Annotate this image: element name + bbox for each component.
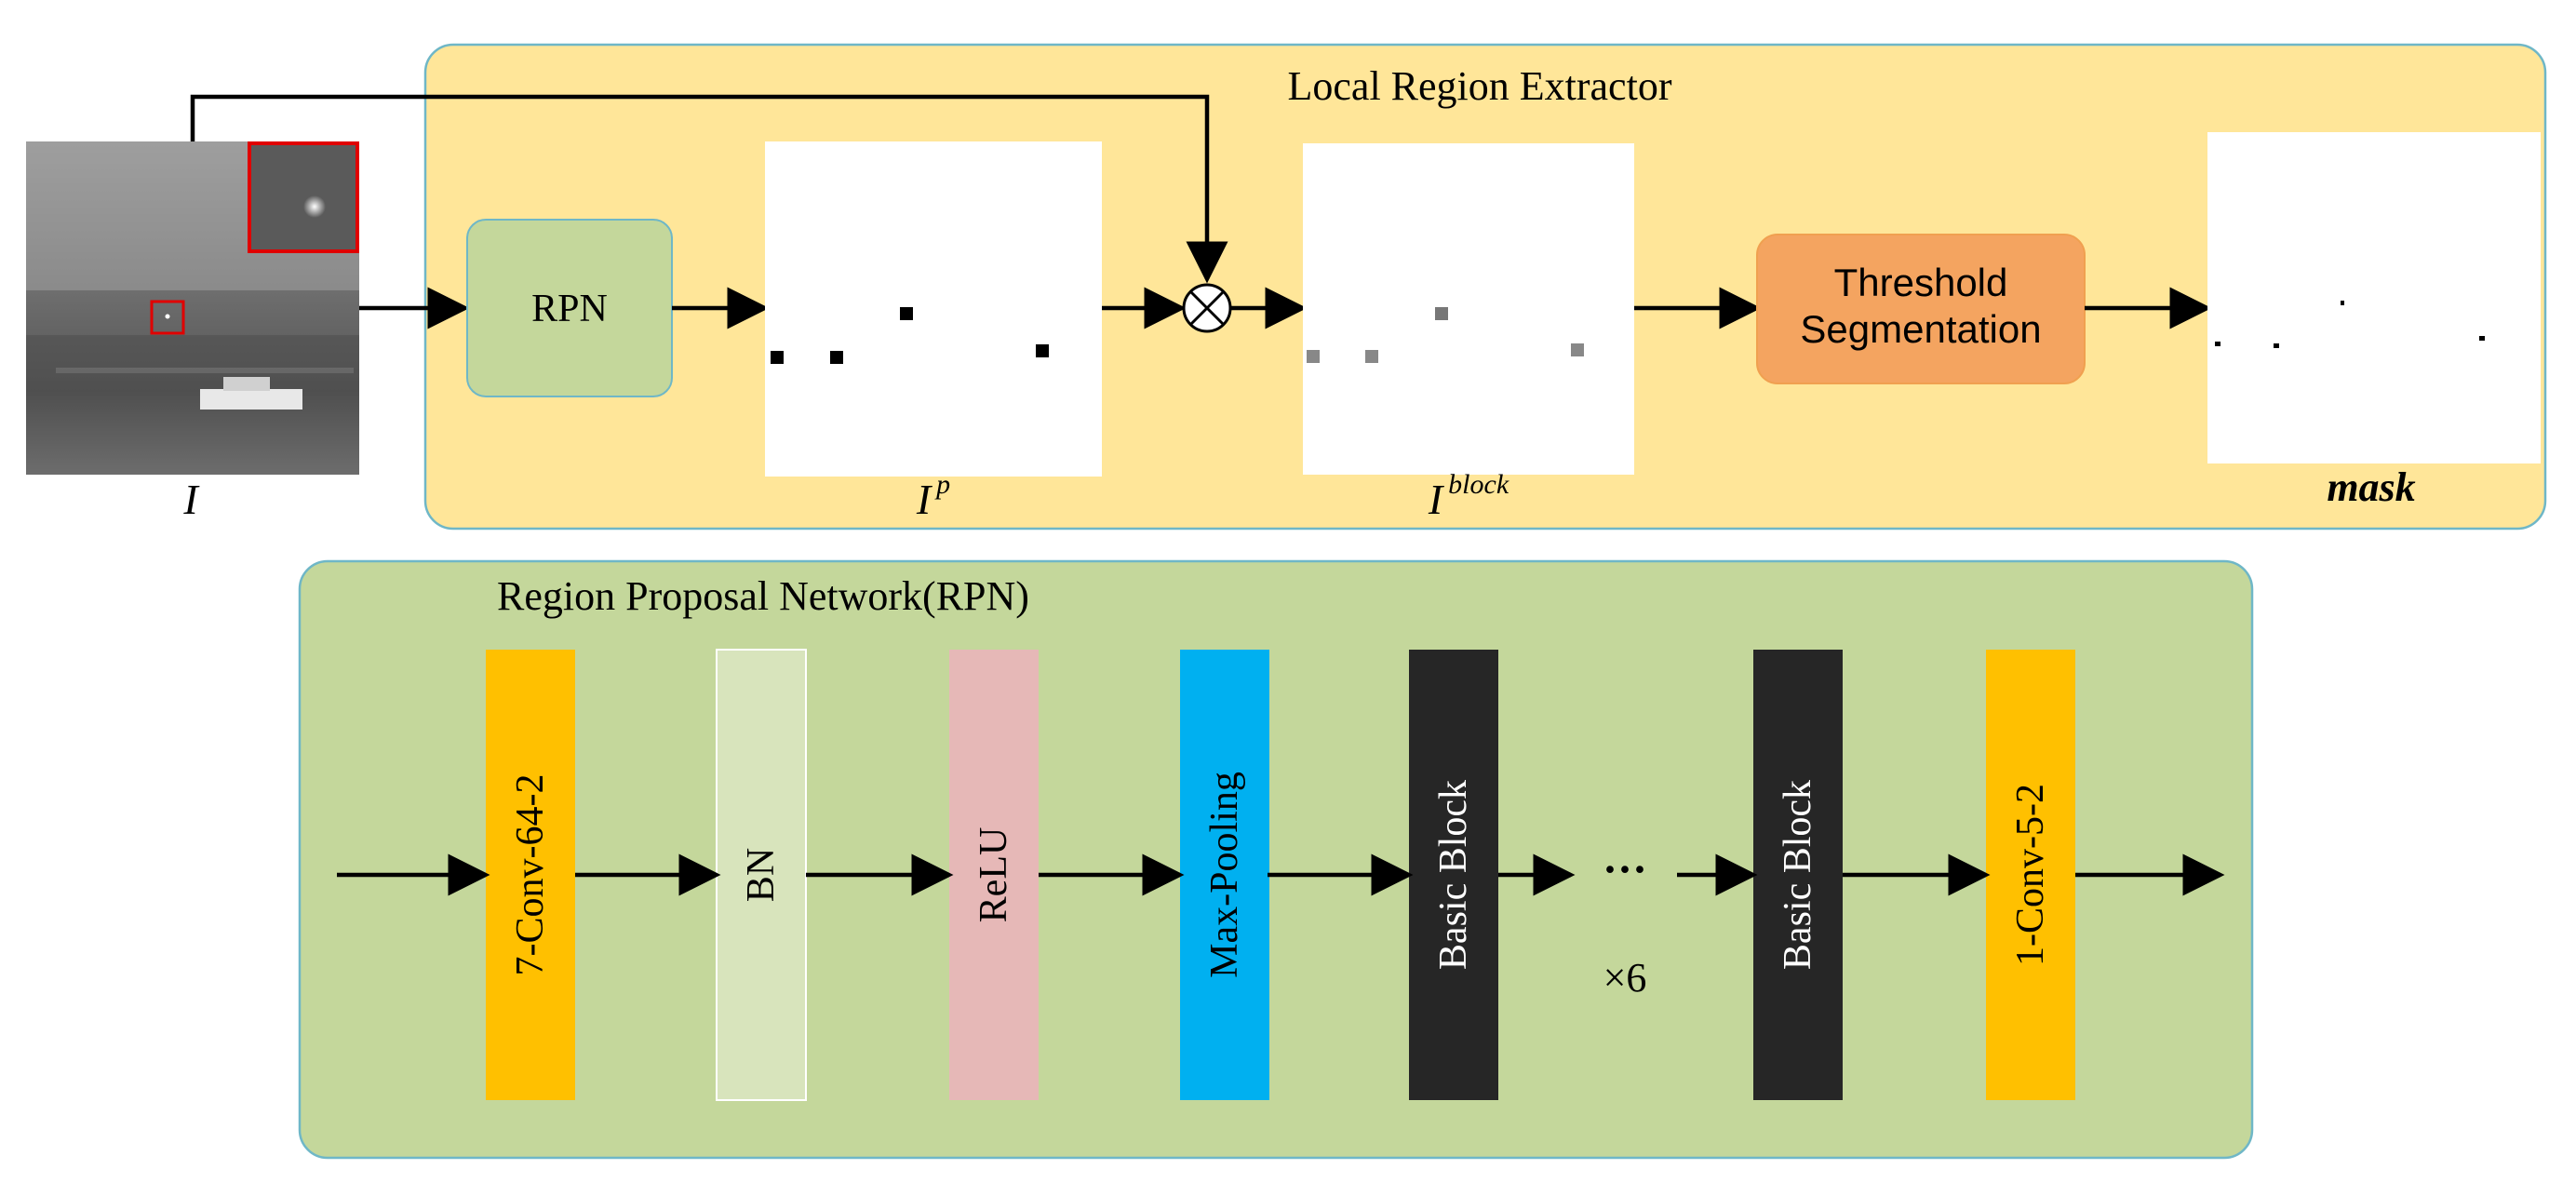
conv1-layer: 1-Conv-5-2 bbox=[1986, 650, 2075, 1100]
threshold-label-line1: Threshold bbox=[1834, 261, 2008, 304]
zoomed-target bbox=[303, 195, 326, 218]
layer-label: ReLU bbox=[973, 827, 1015, 923]
iblock-canvas bbox=[1303, 143, 1634, 475]
ip-label-sup: p bbox=[934, 469, 950, 500]
conv7-layer: 7-Conv-64-2 bbox=[486, 650, 575, 1100]
iblock-block bbox=[1571, 343, 1584, 356]
ip-block bbox=[830, 351, 843, 364]
mask-dot bbox=[2215, 342, 2220, 346]
iblock-block bbox=[1435, 307, 1448, 320]
iblock-block bbox=[1307, 350, 1320, 363]
skip-connection-arrow bbox=[190, 94, 1228, 284]
ground-region bbox=[26, 335, 359, 475]
layer-label: Basic Block bbox=[1432, 780, 1475, 970]
multiply-cross-line bbox=[1188, 289, 1226, 327]
input-label: I bbox=[182, 476, 200, 523]
basic-block-layer: Basic Block bbox=[1409, 650, 1498, 1100]
iblock-block bbox=[1365, 350, 1378, 363]
zoom-inset bbox=[248, 141, 359, 253]
mask-label: mask bbox=[2327, 464, 2415, 510]
mask-dot bbox=[2341, 301, 2344, 305]
input-image: I bbox=[26, 141, 359, 523]
layer-box bbox=[949, 650, 1039, 1100]
multiply-operator-icon bbox=[1182, 283, 1232, 333]
target-spot bbox=[165, 314, 170, 319]
threshold-segmentation-box: Threshold Segmentation bbox=[1756, 234, 2086, 384]
layer-label: Basic Block bbox=[1777, 780, 1819, 970]
target-box bbox=[150, 300, 185, 335]
threshold-label-line2: Segmentation bbox=[1800, 307, 2041, 351]
layer-box bbox=[1409, 650, 1498, 1100]
ellipsis: ··· bbox=[1603, 845, 1647, 894]
mask-dot bbox=[2274, 343, 2279, 348]
ip-block bbox=[771, 351, 784, 364]
rpn-layer-stack: 7-Conv-64-2 BN ReLU Max-Pooling Basic Block B… bbox=[486, 649, 2075, 1101]
road-shape bbox=[56, 368, 354, 373]
basic-block-layer: Basic Block bbox=[1753, 650, 1843, 1100]
layer-label: 7-Conv-64-2 bbox=[509, 774, 552, 976]
ip-block bbox=[1036, 344, 1049, 357]
ip-label-base: I bbox=[916, 476, 933, 523]
rpn-detail-panel: Region Proposal Network(RPN) bbox=[298, 559, 2254, 1160]
layer-label: BN bbox=[740, 848, 783, 902]
layer-label: 1-Conv-5-2 bbox=[2009, 784, 2052, 966]
ip-canvas bbox=[765, 141, 1102, 477]
relu-layer: ReLU bbox=[949, 650, 1039, 1100]
rpn-panel-title: Region Proposal Network(RPN) bbox=[497, 573, 1029, 619]
maxpool-layer: Max-Pooling bbox=[1180, 650, 1269, 1100]
rpn-label: RPN bbox=[531, 288, 608, 330]
layer-box bbox=[1180, 650, 1269, 1100]
iblock-label-sup: block bbox=[1448, 469, 1509, 500]
layer-box bbox=[1986, 650, 2075, 1100]
layer-label: Max-Pooling bbox=[1203, 772, 1246, 978]
rpn-panel-background bbox=[298, 559, 2254, 1160]
building-roof-shape bbox=[223, 377, 270, 391]
layer-box bbox=[486, 650, 575, 1100]
mask-canvas bbox=[2207, 132, 2541, 463]
layer-box bbox=[716, 649, 807, 1101]
ip-block bbox=[900, 307, 913, 320]
iblock-label-base: I bbox=[1428, 476, 1445, 523]
repeat-label: ×6 bbox=[1603, 955, 1647, 1001]
building-shape bbox=[200, 389, 302, 410]
mask-image: mask bbox=[2207, 132, 2541, 510]
extractor-title: Local Region Extractor bbox=[1288, 63, 1672, 109]
mask-dot bbox=[2479, 336, 2485, 341]
layer-box bbox=[1753, 650, 1843, 1100]
rpn-box: RPN bbox=[466, 219, 673, 397]
bn-layer: BN bbox=[716, 649, 807, 1101]
